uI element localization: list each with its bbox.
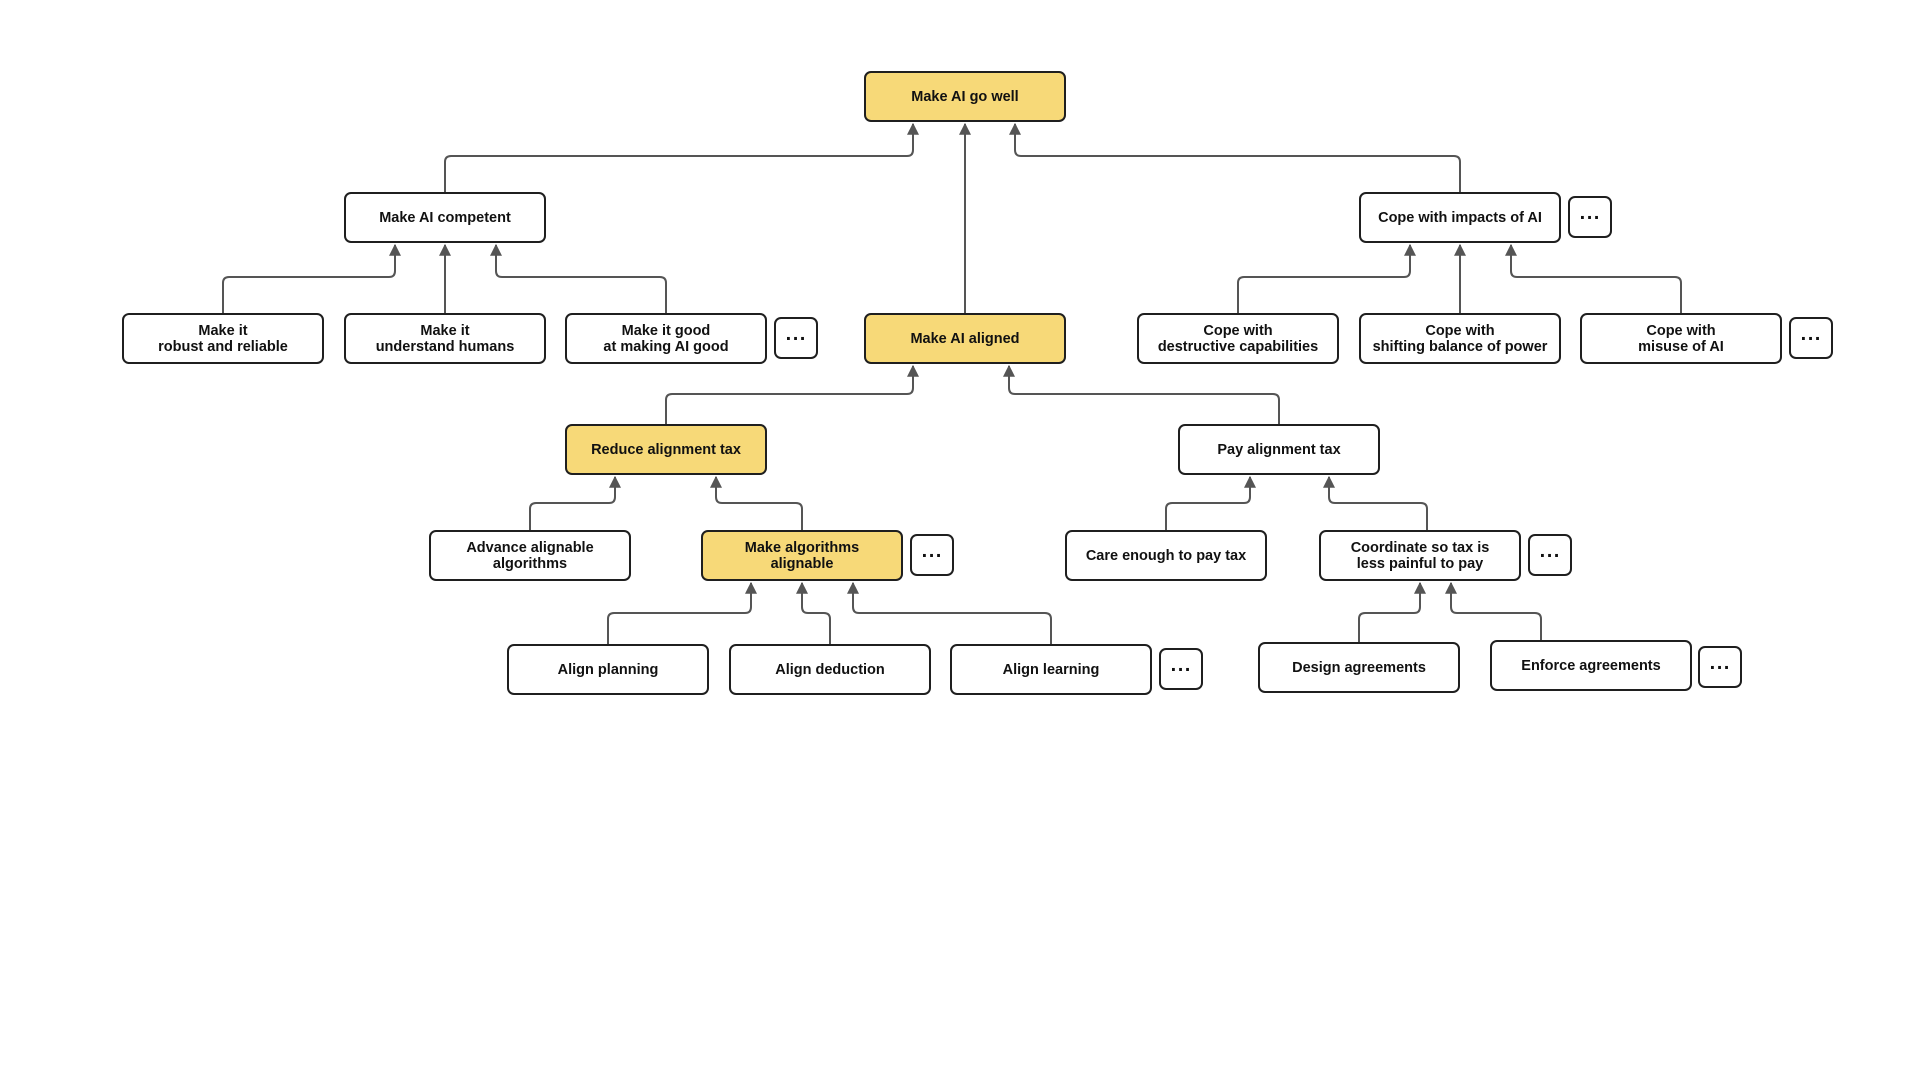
node-make-ai-competent[interactable]: Make AI competent bbox=[344, 192, 546, 243]
edge-deduction-to-alignable bbox=[796, 581, 831, 644]
node-coordinate-tax[interactable]: Coordinate so tax is less painful to pay bbox=[1319, 530, 1521, 581]
more-coordinate-icon[interactable]: ··· bbox=[1528, 534, 1572, 576]
edge-planning-to-alignable bbox=[607, 581, 757, 644]
edge-competent-to-root bbox=[444, 122, 919, 192]
edge-advance-to-reduce bbox=[529, 475, 621, 530]
node-make-it-robust[interactable]: Make it robust and reliable bbox=[122, 313, 324, 364]
node-reduce-alignment-tax[interactable]: Reduce alignment tax bbox=[565, 424, 767, 475]
node-make-ai-go-well[interactable]: Make AI go well bbox=[864, 71, 1066, 122]
edge-care-to-pay bbox=[1165, 475, 1256, 530]
node-make-it-good-at-making-ai-good[interactable]: Make it good at making AI good bbox=[565, 313, 767, 364]
node-cope-shifting-balance-of-power[interactable]: Cope with shifting balance of power bbox=[1359, 313, 1561, 364]
edge-robust-to-competent bbox=[222, 243, 401, 313]
node-make-algorithms-alignable[interactable]: Make algorithms alignable bbox=[701, 530, 903, 581]
edge-alignable-to-reduce bbox=[710, 475, 803, 530]
edge-misuse-to-cope bbox=[1505, 243, 1682, 313]
node-align-planning[interactable]: Align planning bbox=[507, 644, 709, 695]
edge-destructive-to-cope bbox=[1237, 243, 1416, 313]
edge-reduce-to-aligned bbox=[665, 364, 919, 424]
edge-enforce-to-coordinate bbox=[1445, 581, 1542, 640]
node-make-ai-aligned[interactable]: Make AI aligned bbox=[864, 313, 1066, 364]
node-enforce-agreements[interactable]: Enforce agreements bbox=[1490, 640, 1692, 691]
more-competent-icon[interactable]: ··· bbox=[774, 317, 818, 359]
more-cope-impacts-icon[interactable]: ··· bbox=[1568, 196, 1612, 238]
edge-learning-to-alignable bbox=[847, 581, 1052, 644]
more-cope-children-icon[interactable]: ··· bbox=[1789, 317, 1833, 359]
node-design-agreements[interactable]: Design agreements bbox=[1258, 642, 1460, 693]
node-cope-with-impacts-of-ai[interactable]: Cope with impacts of AI bbox=[1359, 192, 1561, 243]
more-align-learning-icon[interactable]: ··· bbox=[1159, 648, 1203, 690]
more-make-alignable-icon[interactable]: ··· bbox=[910, 534, 954, 576]
edge-coordinate-to-pay bbox=[1323, 475, 1428, 530]
node-advance-alignable-algorithms[interactable]: Advance alignable algorithms bbox=[429, 530, 631, 581]
node-make-it-understand-humans[interactable]: Make it understand humans bbox=[344, 313, 546, 364]
node-cope-misuse-of-ai[interactable]: Cope with misuse of AI bbox=[1580, 313, 1782, 364]
node-align-deduction[interactable]: Align deduction bbox=[729, 644, 931, 695]
edge-design-to-coordinate bbox=[1358, 581, 1426, 642]
node-cope-destructive-capabilities[interactable]: Cope with destructive capabilities bbox=[1137, 313, 1339, 364]
node-align-learning[interactable]: Align learning bbox=[950, 644, 1152, 695]
node-pay-alignment-tax[interactable]: Pay alignment tax bbox=[1178, 424, 1380, 475]
node-care-enough-to-pay-tax[interactable]: Care enough to pay tax bbox=[1065, 530, 1267, 581]
edge-good-to-competent bbox=[490, 243, 667, 313]
more-agreements-icon[interactable]: ··· bbox=[1698, 646, 1742, 688]
edge-pay-to-aligned bbox=[1003, 364, 1280, 424]
edge-cope-to-root bbox=[1009, 122, 1461, 192]
